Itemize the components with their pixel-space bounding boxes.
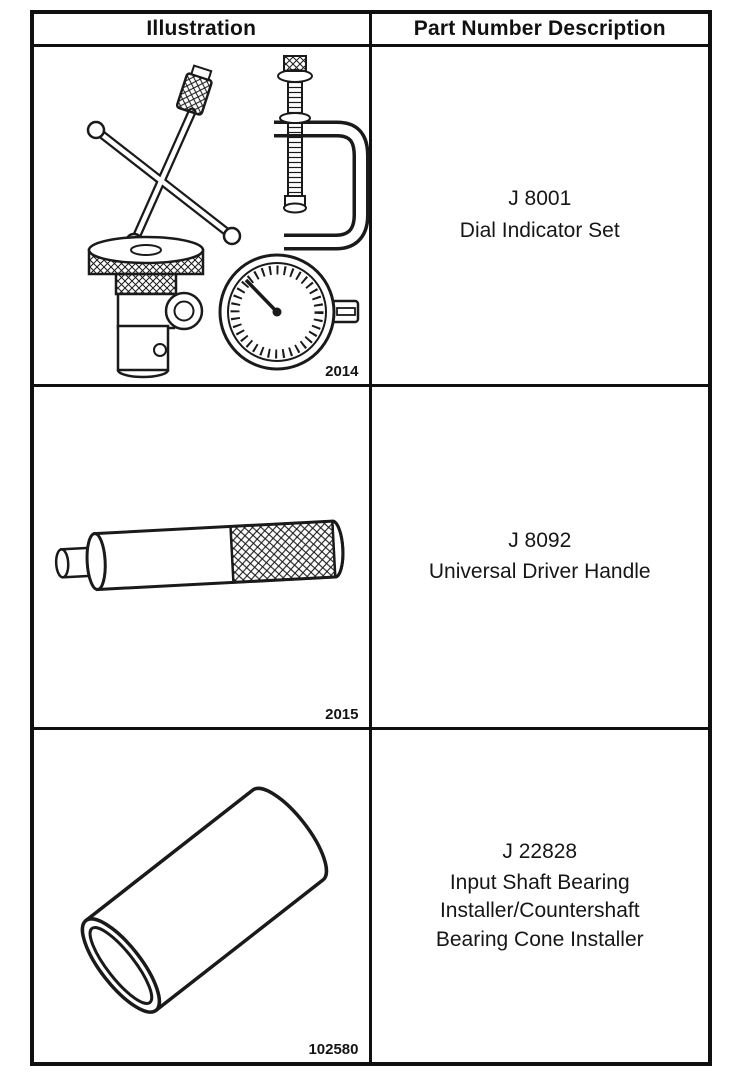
indicator-stand <box>86 64 242 252</box>
part-number: J 22828 <box>502 839 578 863</box>
special-tools-table: Illustration Part Number Description <box>30 10 712 1066</box>
c-clamp <box>274 55 370 251</box>
part-number: J 8001 <box>508 187 572 211</box>
driver-handle <box>54 519 345 592</box>
header-illustration: Illustration <box>30 10 372 47</box>
installer-cylinder <box>80 786 329 1014</box>
table-row: 2015 J 8092 Universal Driver Handle <box>30 383 712 730</box>
table-row: 102580 J 22828 Input Shaft Bearing Insta… <box>30 726 712 1066</box>
table-row: 2014 J 8001 Dial Indicator Set <box>30 43 712 387</box>
illustration-cell: 102580 <box>30 726 372 1066</box>
figure-number: 2014 <box>325 362 359 380</box>
universal-driver-handle-illustration <box>54 519 345 592</box>
header-part-number-description: Part Number Description <box>368 10 712 47</box>
part-description: Input Shaft Bearing Installer/Countersha… <box>435 870 644 951</box>
bearing-installer-illustration <box>80 786 329 1014</box>
part-number: J 8092 <box>508 528 572 552</box>
header-row: Illustration Part Number Description <box>30 10 712 47</box>
description-cell: J 8001 Dial Indicator Set <box>368 43 712 387</box>
figure-number: 2015 <box>325 705 359 723</box>
dial-indicator-set-illustration <box>86 55 370 379</box>
indicator-base <box>87 235 205 379</box>
part-description: Dial Indicator Set <box>459 218 620 242</box>
dial-gauge <box>218 253 360 371</box>
description-cell: J 22828 Input Shaft Bearing Installer/Co… <box>368 726 712 1066</box>
description-cell: J 8092 Universal Driver Handle <box>368 383 712 730</box>
part-description: Universal Driver Handle <box>428 560 651 583</box>
illustration-cell: 2014 <box>30 43 372 387</box>
illustration-cell: 2015 <box>30 383 372 730</box>
figure-number: 102580 <box>308 1041 359 1058</box>
